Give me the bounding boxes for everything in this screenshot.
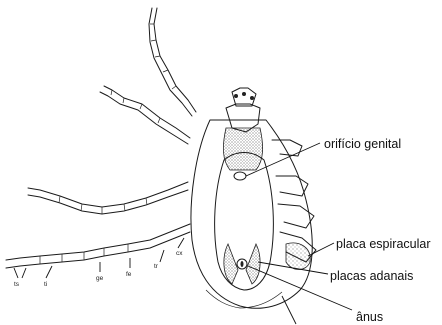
anus (237, 259, 247, 269)
capitulum (226, 88, 260, 132)
label-ti: ti (44, 281, 47, 288)
segment-leaders (14, 238, 184, 278)
label-ge: ge (96, 275, 104, 282)
label-tr: tr (154, 263, 159, 270)
leg-3 (28, 182, 188, 214)
label-ts: ts (14, 281, 20, 288)
label-genital-orifice: orifício genital (324, 137, 401, 151)
leader-anus-2 (282, 296, 296, 324)
label-adanal-plates: placas adanais (330, 269, 413, 283)
label-cx: cx (176, 250, 183, 257)
festoons (206, 290, 282, 308)
leg-1 (149, 8, 196, 116)
sternal-region (223, 128, 262, 170)
label-anus: ânus (356, 310, 383, 324)
label-spiracular-plate: placa espiracular (336, 237, 431, 251)
leg-2 (100, 86, 190, 144)
spiracular-plate (286, 243, 310, 270)
leg-4 (6, 224, 190, 268)
genital-orifice (234, 172, 246, 180)
label-fe: fe (126, 271, 132, 278)
